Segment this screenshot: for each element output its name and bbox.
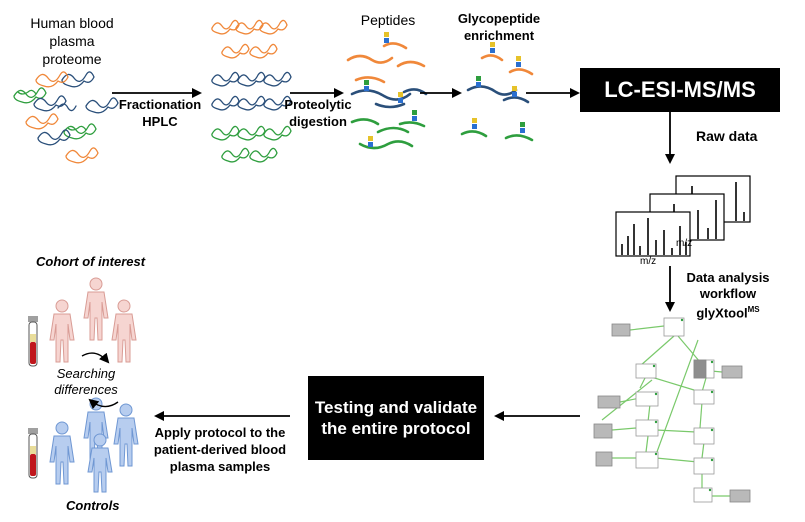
mass-spectra-stack bbox=[615, 175, 751, 257]
lcms-label: LC-ESI-MS/MS bbox=[604, 77, 756, 102]
testing-label: Testing and validate the entire protocol bbox=[314, 398, 478, 438]
spectrum-mz-label-back: m/z bbox=[676, 238, 693, 249]
fractionated-proteins bbox=[211, 19, 292, 163]
glycan-markers bbox=[364, 32, 417, 147]
proteome-label: Human blood plasma proteome bbox=[30, 15, 114, 67]
comparison-arrows bbox=[81, 352, 119, 410]
fractionation-label: Fractionation HPLC bbox=[118, 97, 202, 129]
proteome-protein-cluster bbox=[13, 71, 119, 164]
raw-data-label: Raw data bbox=[696, 128, 758, 144]
glyxtool-name: glyXtool bbox=[696, 305, 748, 321]
data-analysis-label: Data analysis workflow bbox=[686, 270, 770, 301]
cohort-label: Cohort of interest bbox=[36, 254, 146, 269]
glycopeptide-enrichment-label: Glycopeptide enrichment bbox=[457, 11, 541, 43]
glyxtool-label: glyXtoolMS bbox=[676, 302, 780, 321]
controls-label: Controls bbox=[66, 498, 120, 513]
blood-tube-cohort bbox=[28, 316, 38, 367]
lcms-box: LC-ESI-MS/MS bbox=[580, 68, 780, 112]
peptides-label: Peptides bbox=[360, 12, 416, 28]
enriched-glycan-markers bbox=[472, 42, 525, 133]
peptide-strands bbox=[346, 42, 428, 150]
blood-tube-controls bbox=[28, 428, 38, 479]
proteolytic-label: Proteolytic digestion bbox=[284, 97, 352, 129]
workflow-graph bbox=[593, 317, 751, 503]
glyxtool-superscript: MS bbox=[747, 305, 760, 314]
cohort-figures bbox=[49, 277, 137, 363]
searching-differences-label: Searching differences bbox=[54, 366, 118, 397]
controls-figures bbox=[49, 397, 139, 493]
apply-protocol-label: Apply protocol to the patient-derived bl… bbox=[153, 425, 287, 474]
flow-arrows bbox=[112, 88, 675, 421]
testing-box: Testing and validate the entire protocol bbox=[308, 376, 484, 460]
spectrum-mz-label-front: m/z bbox=[640, 256, 657, 267]
